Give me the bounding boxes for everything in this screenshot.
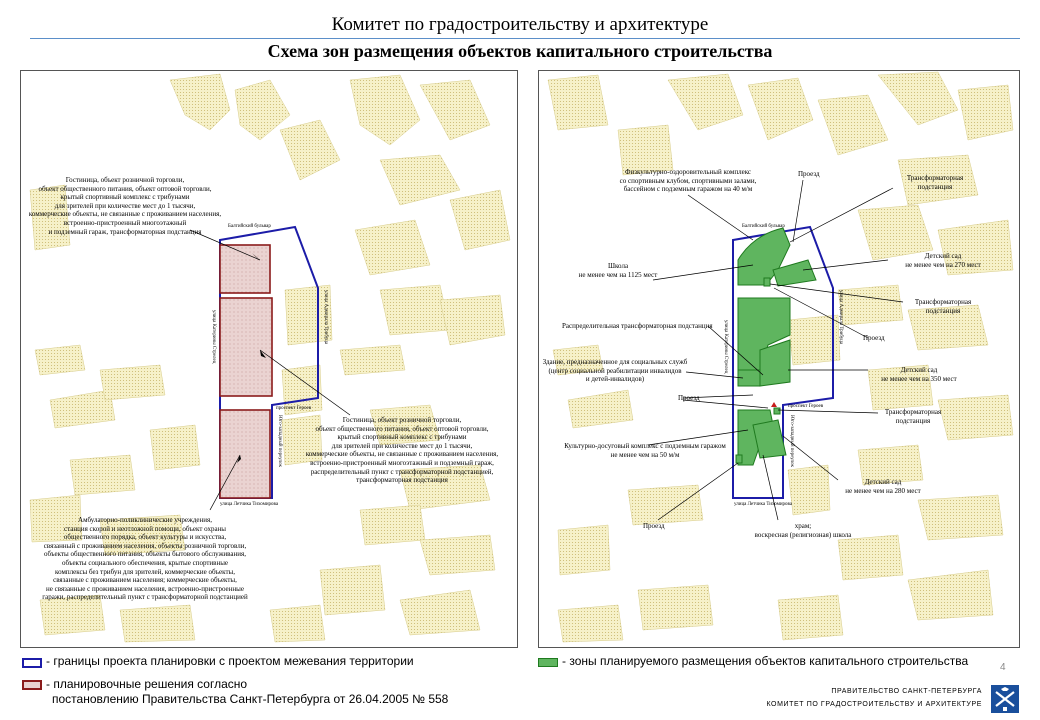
left-map-canvas (20, 70, 518, 648)
legend-swatch-planned (538, 658, 558, 667)
right-label-kg-1: Детский сад не менее чем на 270 мест (905, 252, 981, 269)
legend-swatch-decisions (22, 680, 42, 690)
left-street-titova: улица Летчика Тихомирова (220, 502, 279, 507)
right-label-church: храм; воскресная (религиозная) школа (754, 522, 852, 539)
right-label-fok: Физкультурно-оздоровительный комплекс со… (619, 168, 757, 194)
legend-decisions-line2: постановлению Правительства Санкт-Петерб… (52, 692, 449, 706)
right-label-school: Школа не менее чем на 1125 мест (578, 262, 658, 279)
right-label-proezd-2: Проезд (863, 334, 885, 342)
left-buildings (29, 73, 511, 643)
right-street-karpova: улица Катерины Стрелец (723, 320, 728, 374)
right-label-proezd-3: Проезд (678, 394, 700, 402)
legend-swatch-boundary (22, 658, 42, 668)
left-zone-mid (219, 297, 273, 397)
header-rule (30, 38, 1020, 39)
right-label-kg-3: Детский сад не менее чем на 280 мест (845, 478, 921, 495)
legend-planned-text: - зоны планируемого размещения объектов … (562, 654, 969, 668)
right-boundary (732, 225, 834, 499)
right-buildings (547, 71, 1014, 643)
left-street-admiral: улица Адмирала Трибуца (323, 290, 328, 345)
right-zone-red-marker (771, 402, 777, 407)
page-title: Комитет по градостроительству и архитект… (331, 14, 709, 35)
left-label-bottom-block: Амбулаторно-поликлинические учреждения, … (42, 516, 248, 602)
right-label-rtp: Распределительная трансформаторная подст… (562, 322, 713, 330)
right-label-kdk: Культурно-досуговый комплекс с подземным… (564, 442, 726, 459)
spb-emblem-icon (991, 685, 1019, 713)
right-street-admiral: улица Адмирала Трибуца (838, 290, 843, 345)
right-map-panel: Физкультурно-оздоровительный комплекс со… (538, 70, 1020, 648)
footer-committee: КОМИТЕТ ПО ГРАДОСТРОИТЕЛЬСТВУ И АРХИТЕКТ… (766, 701, 982, 708)
right-label-tp-1: Трансформаторная подстанция (906, 174, 964, 191)
page-number: 4 (1000, 662, 1006, 673)
left-zone-top (219, 244, 271, 294)
left-street-baltic: Балтийский бульвар (228, 224, 271, 229)
right-label-proezd-1: Проезд (798, 170, 820, 178)
right-street-shoulder: Юго-западный переулок (789, 415, 794, 467)
left-label-mid-block: Гостиница, объект розничной торговли, об… (305, 416, 499, 485)
footer-government: ПРАВИТЕЛЬСТВО САНКТ-ПЕТЕРБУРГА (831, 688, 982, 695)
left-zone-bottom (219, 409, 271, 499)
right-label-tp-3: Трансформаторная подстанция (884, 408, 942, 425)
page-subtitle: Схема зон размещения объектов капитально… (267, 41, 773, 61)
right-label-proezd-4: Проезд (643, 522, 665, 530)
left-street-geroev: проспект Героев (276, 406, 312, 411)
right-label-tp-2: Трансформаторная подстанция (914, 298, 972, 315)
right-label-kg-2: Детский сад не менее чем на 350 мест (881, 366, 957, 383)
right-planned-zones (735, 227, 817, 466)
left-street-shoulder: Юго-западный переулок (277, 415, 282, 467)
legend-boundary-text: - границы проекта планировки с проектом … (46, 654, 414, 668)
right-street-titova: улица Летчика Тихомирова (734, 502, 793, 507)
right-street-baltic: Балтийский бульвар (742, 224, 785, 229)
left-label-top-block: Гостиница, объект розничной торговли, об… (28, 176, 222, 236)
legend-decisions-line1: - планировочные решения согласно (46, 677, 248, 691)
right-map-canvas (538, 70, 1020, 648)
right-street-geroev: проспект Героев (788, 404, 824, 409)
left-street-karpova: улица Катерины Стрелец (211, 310, 216, 364)
left-map-panel: Гостиница, объект розничной торговли, об… (20, 70, 518, 648)
right-label-social: Здание, предназначенное для социальных с… (542, 358, 688, 384)
